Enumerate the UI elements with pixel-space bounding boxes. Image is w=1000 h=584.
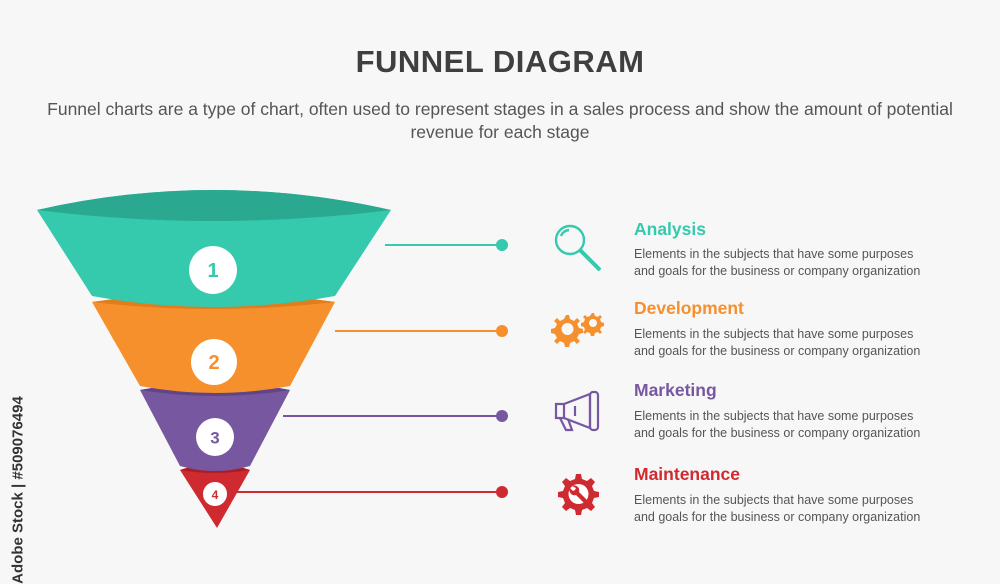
stage-1-title: Analysis <box>634 219 706 239</box>
stage-2-description-line-2: and goals for the business or company or… <box>634 344 921 358</box>
page-subtitle: Funnel charts are a type of chart, often… <box>47 99 953 142</box>
stage-1-badge <box>189 246 237 294</box>
stage-3-description: Elements in the subjects that have some … <box>634 408 974 442</box>
stage-3-number: 3 <box>210 429 219 448</box>
connector-dot-4 <box>496 486 508 498</box>
stage-3-description-line-2: and goals for the business or company or… <box>634 426 921 440</box>
stage-4-badge <box>203 482 227 506</box>
stage-1-description-line-1: Elements in the subjects that have some … <box>634 247 914 261</box>
stage-2-number: 2 <box>208 352 219 374</box>
stage-2-title: Development <box>634 298 744 318</box>
gears-icon <box>551 313 604 347</box>
connector-dot-3 <box>496 410 508 422</box>
stage-1-number: 1 <box>207 260 218 282</box>
stage-3-title: Marketing <box>634 380 717 400</box>
funnel-diagram: 1 2 3 4 <box>37 190 604 528</box>
gear-wrench-icon <box>558 474 599 515</box>
stage-3-badge <box>196 418 234 456</box>
stage-4-description-line-2: and goals for the business or company or… <box>634 510 921 524</box>
stage-2-badge <box>191 339 237 385</box>
stage-2-description-line-1: Elements in the subjects that have some … <box>634 327 914 341</box>
stage-4-title: Maintenance <box>634 464 740 484</box>
stage-2-description: Elements in the subjects that have some … <box>634 326 974 360</box>
stage-4-description: Elements in the subjects that have some … <box>634 492 974 526</box>
stage-1-description: Elements in the subjects that have some … <box>634 246 974 280</box>
magnifier-icon <box>554 224 602 272</box>
stage-3-description-line-1: Elements in the subjects that have some … <box>634 409 914 423</box>
stage-4-number: 4 <box>212 488 219 502</box>
connector-dot-1 <box>496 239 508 251</box>
page-title: FUNNEL DIAGRAM <box>355 44 645 79</box>
stage-1-description-line-2: and goals for the business or company or… <box>634 264 921 278</box>
connector-dot-2 <box>496 325 508 337</box>
stage-4-description-line-1: Elements in the subjects that have some … <box>634 493 914 507</box>
megaphone-icon <box>554 390 600 432</box>
